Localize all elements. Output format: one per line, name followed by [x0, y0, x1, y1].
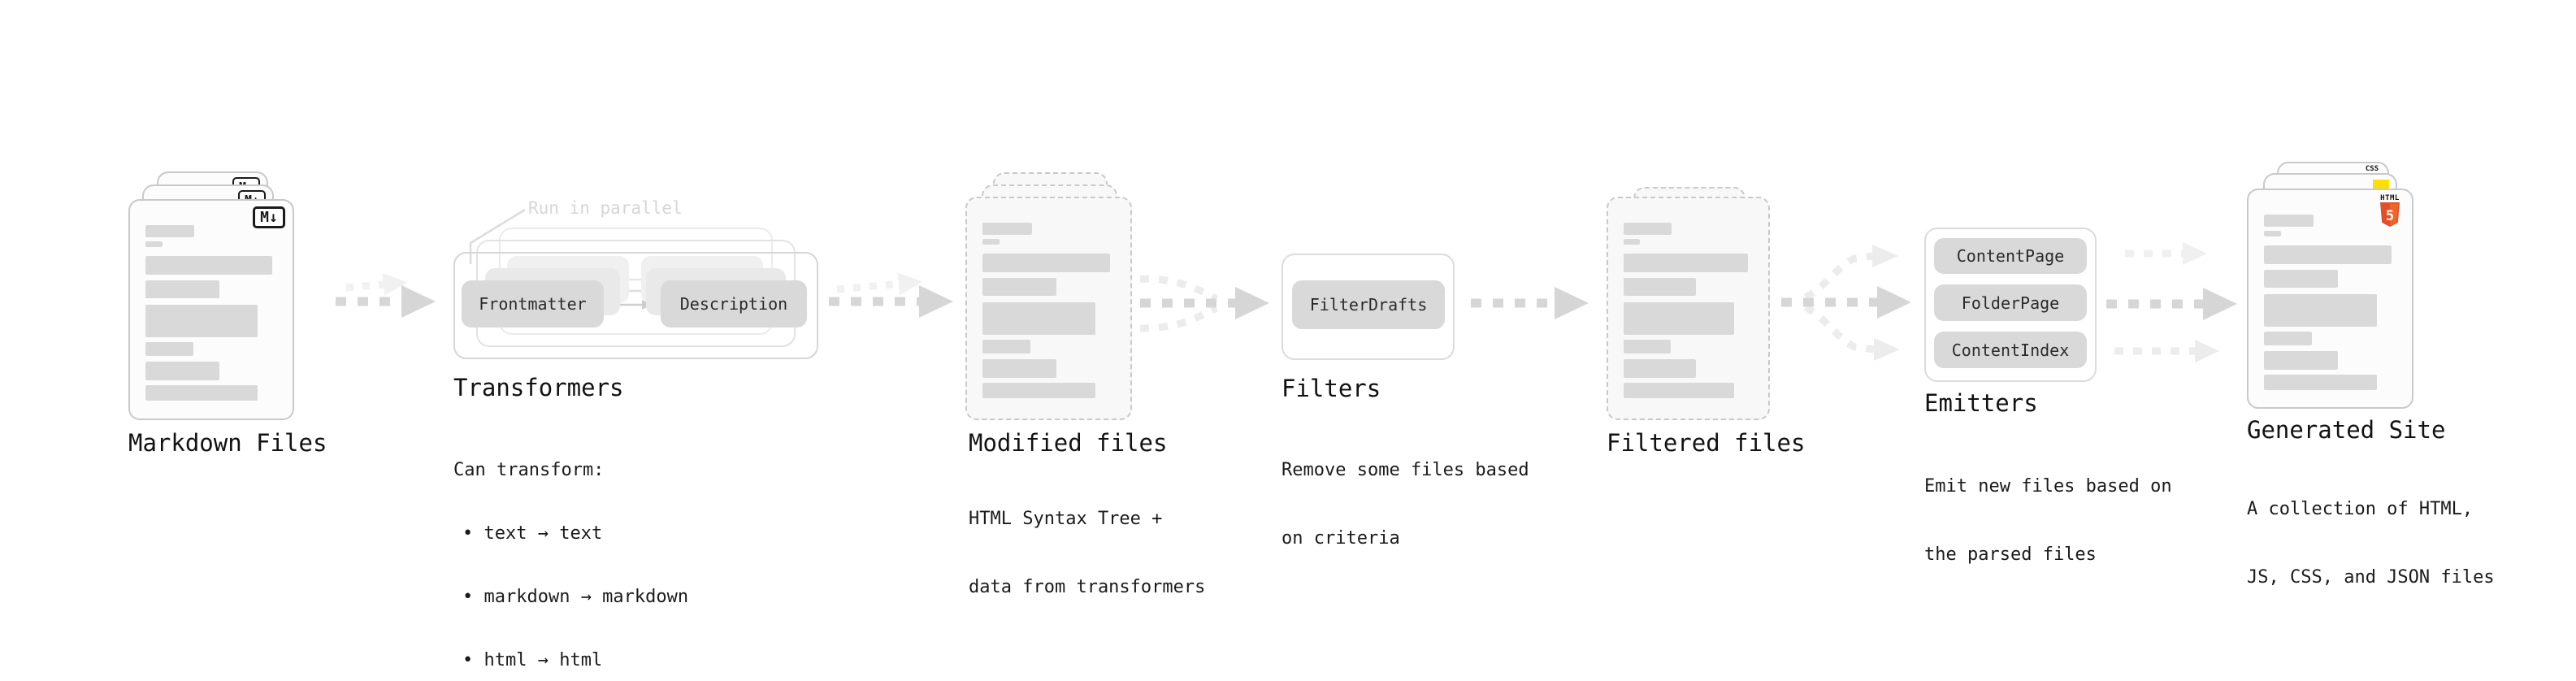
arrow-markdown-to-transformers — [336, 273, 436, 318]
description-line: HTML Syntax Tree + — [969, 509, 1163, 529]
html5-icon: HTML 5 — [2379, 194, 2400, 230]
placeholder-text-bar — [982, 239, 1000, 245]
filtered-file-card-front — [1607, 197, 1770, 420]
placeholder-text-bar — [2264, 215, 2314, 227]
modified-files-label: Modified files — [969, 429, 1168, 457]
filtered-files-label: Filtered files — [1607, 429, 1806, 457]
placeholder-text-bar — [982, 359, 1057, 378]
placeholder-text-bar — [2264, 231, 2281, 236]
placeholder-text-bar — [2264, 332, 2313, 345]
placeholder-text-bar — [145, 305, 258, 337]
placeholder-text-bar — [145, 385, 258, 401]
placeholder-text-bar — [1624, 302, 1734, 335]
filters-label: Filters — [1281, 375, 1381, 402]
emitter-pill-contentpage: ContentPage — [1934, 238, 2087, 274]
placeholder-text-bar — [982, 223, 1032, 235]
file-content-placeholder — [145, 225, 275, 407]
placeholder-text-bar — [982, 383, 1096, 398]
description-line: A collection of HTML, — [2247, 499, 2474, 519]
emitters-label: Emitters — [1924, 389, 2038, 417]
arrow-emitters-to-generated — [2106, 242, 2237, 362]
html5-shield: 5 — [2380, 202, 2400, 227]
filter-pill-filterdrafts: FilterDrafts — [1292, 280, 1445, 329]
transformers-label: Transformers — [453, 374, 624, 401]
arrow-filtered-to-emitters — [1781, 245, 1911, 361]
placeholder-text-bar — [982, 278, 1057, 296]
placeholder-text-bar — [2264, 245, 2392, 264]
placeholder-text-bar — [2264, 351, 2339, 370]
placeholder-text-bar — [2264, 375, 2378, 390]
file-content-placeholder — [1624, 223, 1750, 407]
transformer-pill-frontmatter: Frontmatter — [462, 280, 604, 327]
markdown-files-label: Markdown Files — [128, 429, 327, 457]
filters-description: Remove some files based on criteria — [1281, 414, 1529, 596]
markdown-icon: M↓ — [253, 206, 285, 228]
file-content-placeholder — [2264, 215, 2394, 396]
modified-files-description: HTML Syntax Tree + data from transformer… — [969, 462, 1205, 644]
transformer-layer-front — [453, 252, 818, 359]
description-line: the parsed files — [1924, 544, 2097, 565]
placeholder-text-bar — [145, 362, 219, 380]
transformer-pill-description: Description — [661, 280, 807, 327]
note-leader-line — [469, 208, 526, 264]
description-line: on criteria — [1281, 528, 1400, 549]
can-transform-title: Can transform: — [453, 460, 605, 480]
placeholder-text-bar — [145, 225, 195, 237]
css-icon-text: CSS — [2365, 165, 2379, 173]
description-line: Remove some files based — [1281, 460, 1529, 480]
generated-site-description: A collection of HTML, JS, CSS, and JSON … — [2247, 453, 2495, 635]
placeholder-text-bar — [2264, 270, 2339, 288]
transform-bullet: • html → html — [462, 650, 603, 670]
placeholder-text-bar — [982, 302, 1096, 335]
transform-bullet: • markdown → markdown — [462, 587, 689, 607]
modified-file-card-front — [965, 197, 1132, 420]
emitters-description: Emit new files based on the parsed files — [1924, 430, 2172, 612]
generated-file-card-html: HTML 5 — [2247, 189, 2413, 409]
placeholder-text-bar — [1624, 359, 1696, 378]
emitter-pill-contentindex: ContentIndex — [1934, 332, 2087, 368]
placeholder-text-bar — [982, 340, 1031, 354]
placeholder-text-bar — [1624, 239, 1641, 245]
emitter-pill-folderpage: FolderPage — [1934, 284, 2087, 321]
placeholder-text-bar — [1624, 383, 1734, 398]
run-in-parallel-note: Run in parallel — [528, 198, 683, 218]
svg-text:5: 5 — [2386, 208, 2394, 224]
placeholder-text-bar — [145, 241, 163, 247]
arrow-modified-to-filters — [1139, 275, 1269, 332]
description-line: data from transformers — [969, 577, 1206, 597]
placeholder-text-bar — [145, 342, 193, 356]
arrow-transformers-to-modified — [829, 272, 953, 318]
generated-site-label: Generated Site — [2247, 416, 2446, 444]
placeholder-text-bar — [145, 256, 272, 275]
markdown-file-card-front: M↓ — [128, 199, 294, 420]
placeholder-text-bar — [1624, 340, 1671, 354]
placeholder-text-bar — [1624, 254, 1748, 272]
file-content-placeholder — [982, 223, 1112, 407]
description-line: Emit new files based on — [1924, 476, 2172, 497]
description-line: JS, CSS, and JSON files — [2247, 567, 2495, 588]
placeholder-text-bar — [982, 254, 1110, 272]
transformers-description: Can transform: • text → text • markdown … — [453, 418, 688, 681]
arrow-filters-to-filtered — [1471, 287, 1589, 319]
transform-bullet: • text → text — [462, 523, 603, 544]
html5-icon-text: HTML — [2380, 194, 2400, 202]
placeholder-text-bar — [1624, 278, 1696, 296]
placeholder-text-bar — [145, 280, 219, 298]
placeholder-text-bar — [2264, 294, 2378, 327]
placeholder-text-bar — [1624, 223, 1672, 235]
